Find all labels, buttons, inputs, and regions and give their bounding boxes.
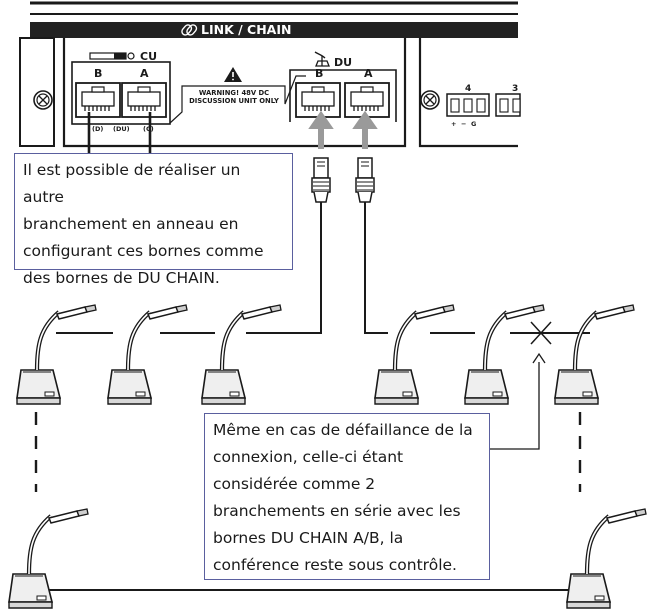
note-line: conférence reste sous contrôle.	[213, 556, 457, 574]
terminal-3-label: 3	[512, 84, 518, 94]
note-line: connexion, celle-ci étant	[213, 448, 404, 466]
cu-sublabel-du: (DU)	[113, 125, 130, 133]
break-pointer	[490, 362, 540, 450]
microphone-icon	[108, 305, 187, 404]
cu-port-group	[71, 52, 171, 125]
note-line: Il est possible de réaliser un autre	[23, 161, 241, 206]
screw-icon	[33, 90, 53, 110]
terminal-4-signs: + − G	[451, 120, 476, 128]
microphone-icon	[202, 305, 281, 404]
microphone-icon	[555, 305, 634, 404]
warning-triangle-icon	[224, 67, 242, 82]
note-line: Même en cas de défaillance de la	[213, 421, 473, 439]
warning-line-1: WARNING! 48V DC	[199, 89, 269, 97]
cu-label: CU	[140, 50, 157, 63]
note-line: bornes DU CHAIN A/B, la	[213, 529, 404, 547]
chain-links	[40, 332, 600, 591]
note-line: branchement en anneau en	[23, 215, 239, 233]
cu-port-a-label: A	[140, 67, 149, 80]
section-title: LINK / CHAIN	[201, 22, 291, 37]
note-line: considérée comme 2	[213, 475, 376, 493]
rj45-plug-icon	[355, 157, 375, 203]
terminal-block-4	[446, 93, 490, 117]
microphone-icon	[9, 509, 88, 608]
insert-arrow-icon	[308, 110, 378, 149]
note-line: des bornes de DU CHAIN.	[23, 269, 220, 287]
du-port-a-label: A	[364, 67, 373, 80]
break-pointer-arrowhead	[532, 352, 546, 364]
warning-bracket	[169, 75, 306, 124]
warning-line-2: DISCUSSION UNIT ONLY	[189, 97, 279, 105]
du-cables	[297, 202, 388, 334]
cu-pointer-lines	[87, 112, 152, 156]
failure-note: Même en cas de défaillance de la connexi…	[204, 413, 490, 580]
note-line: configurant ces bornes comme	[23, 242, 264, 260]
microphone-icon	[17, 305, 96, 404]
du-label: DU	[334, 56, 352, 69]
microphone-icon	[375, 305, 454, 404]
ring-connection-note: Il est possible de réaliser un autre bra…	[14, 153, 293, 287]
cu-port-b-label: B	[94, 67, 102, 80]
microphone-icon	[567, 509, 646, 608]
break-x-icon	[530, 321, 552, 345]
screw-icon	[420, 90, 440, 110]
terminal-block-3	[495, 93, 521, 117]
du-port-b-label: B	[315, 67, 323, 80]
du-port-group	[289, 69, 397, 122]
microphone-icon	[465, 305, 544, 404]
link-icon	[181, 24, 198, 36]
terminal-4-label: 4	[465, 84, 471, 94]
cu-sublabel-c: (C)	[143, 125, 154, 133]
rj45-plug-icon	[311, 157, 331, 203]
du-icon	[314, 51, 330, 67]
note-line: branchements en série avec les	[213, 502, 461, 520]
cu-sublabel-d: (D)	[92, 125, 103, 133]
